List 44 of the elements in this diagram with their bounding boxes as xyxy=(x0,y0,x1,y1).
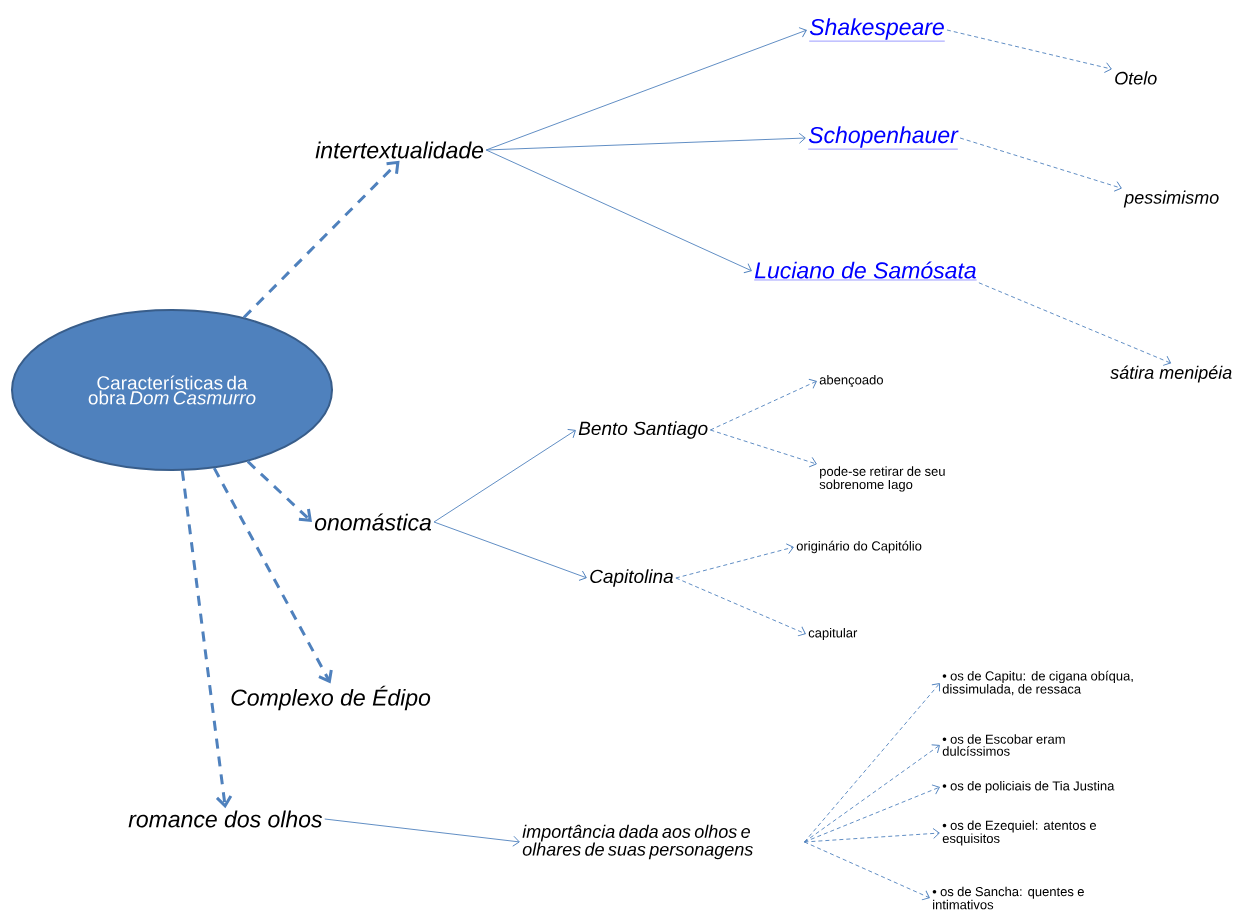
list-item: • os de Capitu: de cigana obíqua, dissimulada, de ressaca xyxy=(942,670,1133,696)
note-text: abençoado xyxy=(819,374,883,388)
arrow xyxy=(709,429,817,468)
arrow xyxy=(803,828,940,843)
arrow xyxy=(485,149,752,274)
arrow xyxy=(324,818,520,847)
arrow xyxy=(959,137,1122,192)
link-text: Shakespeare xyxy=(809,18,945,42)
concept-text: sátira menipéia xyxy=(1110,365,1232,383)
note-text: capitular xyxy=(808,627,858,641)
list-item: • os de Sancha: quentes e intimativos xyxy=(932,886,1084,910)
concept-text: Capitolina xyxy=(590,569,674,587)
arrow xyxy=(946,29,1112,73)
arrow xyxy=(433,521,587,581)
note-text: pode-se retirar de seu sobrenome Iago xyxy=(819,466,945,492)
link-text: Luciano de Samósata xyxy=(754,261,977,281)
concept-text: romance dos olhos xyxy=(128,810,322,828)
arrow xyxy=(803,841,930,901)
arrow xyxy=(675,543,794,579)
concept-text: onomástica xyxy=(314,513,432,531)
note-text: originário do Capitólio xyxy=(796,540,922,554)
arrow xyxy=(433,429,576,523)
arrow xyxy=(180,470,233,809)
arrow xyxy=(709,378,817,431)
link-text: Schopenhauer xyxy=(808,126,959,150)
arrow xyxy=(246,460,312,522)
arrow xyxy=(803,744,940,843)
arrow xyxy=(675,577,806,637)
arrow xyxy=(803,683,940,843)
list-item: • os de policiais de Tia Justina xyxy=(942,780,1115,794)
concept-text: pessimismo xyxy=(1123,190,1219,208)
concept-text: Complexo de Édipo xyxy=(231,685,431,711)
concept-text: importância dada aos olhos e olhares de suas personagens xyxy=(522,824,753,860)
concept-text: Bento Santiago xyxy=(578,421,708,439)
arrow xyxy=(242,160,400,319)
list-item: • os de Escobar eram dulcíssimos xyxy=(942,734,1065,756)
arrow xyxy=(485,27,807,151)
concept-text: intertextualidade xyxy=(315,141,484,159)
list-item: • os de Ezequiel: atentos e esquisitos xyxy=(942,820,1097,846)
concept-text: Otelo xyxy=(1115,71,1157,85)
arrow xyxy=(485,132,806,151)
arrow xyxy=(803,784,940,843)
arrow xyxy=(212,467,333,684)
arrow xyxy=(978,282,1172,366)
